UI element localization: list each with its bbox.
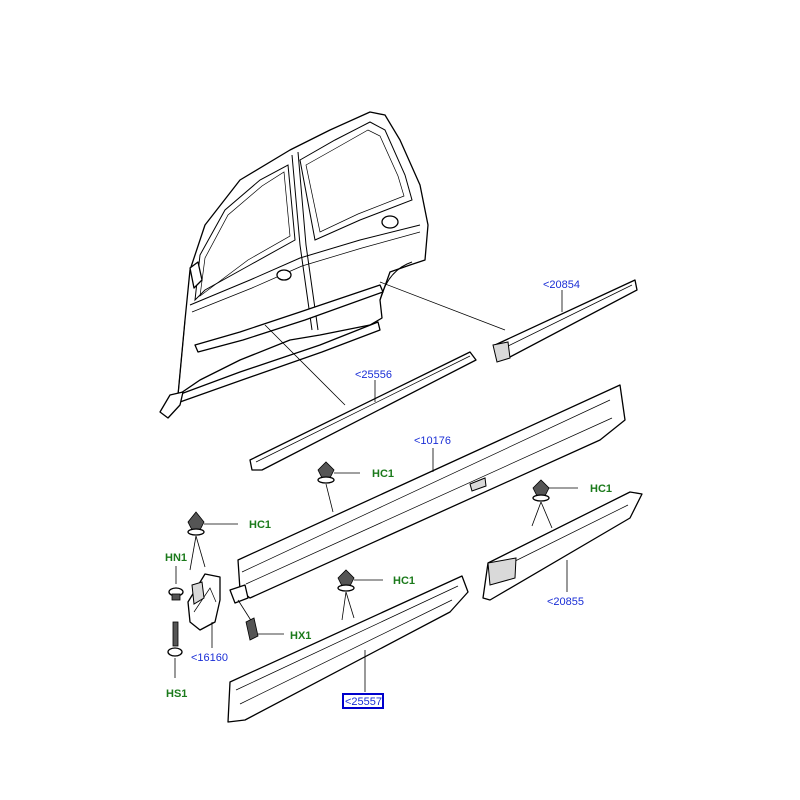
- ref-10176-link[interactable]: <10176: [414, 435, 451, 447]
- clip-hc1-top[interactable]: [317, 461, 360, 513]
- vehicle-side-body: [159, 111, 429, 419]
- ref-20855-link[interactable]: <20855: [547, 596, 584, 608]
- ref-25557-link[interactable]: <25557: [345, 696, 382, 708]
- hx1-label[interactable]: HX1: [290, 630, 311, 642]
- part-10176-sill-moulding[interactable]: [229, 384, 626, 604]
- part-25557-lower-door-moulding[interactable]: [227, 575, 469, 723]
- hc1-label-middle[interactable]: HC1: [393, 575, 415, 587]
- leader-body-to-20854: [379, 281, 506, 331]
- clip-hc1-middle[interactable]: [337, 569, 383, 621]
- hs1-label[interactable]: HS1: [166, 688, 187, 700]
- hc1-label-right[interactable]: HC1: [590, 483, 612, 495]
- screw-hs1[interactable]: [167, 621, 183, 678]
- stud-hx1[interactable]: [237, 599, 284, 641]
- clip-hc1-right[interactable]: [531, 479, 578, 529]
- part-20854-rear-door-moulding[interactable]: [492, 279, 638, 363]
- part-20855-rear-lower-moulding[interactable]: [482, 491, 643, 601]
- nut-hn1[interactable]: [168, 566, 184, 601]
- hn1-label[interactable]: HN1: [165, 552, 187, 564]
- leader-body-to-25556: [264, 324, 346, 406]
- ref-20854-link[interactable]: <20854: [543, 279, 580, 291]
- hc1-label-top[interactable]: HC1: [372, 468, 394, 480]
- ref-16160-link[interactable]: <16160: [191, 652, 228, 664]
- selected-part-highlight: [342, 693, 384, 709]
- ref-25556-link[interactable]: <25556: [355, 369, 392, 381]
- clip-hc1-left[interactable]: [187, 511, 238, 571]
- part-25556-door-moulding[interactable]: [249, 351, 477, 471]
- part-16160-front-bracket[interactable]: [187, 573, 221, 648]
- hc1-label-left[interactable]: HC1: [249, 519, 271, 531]
